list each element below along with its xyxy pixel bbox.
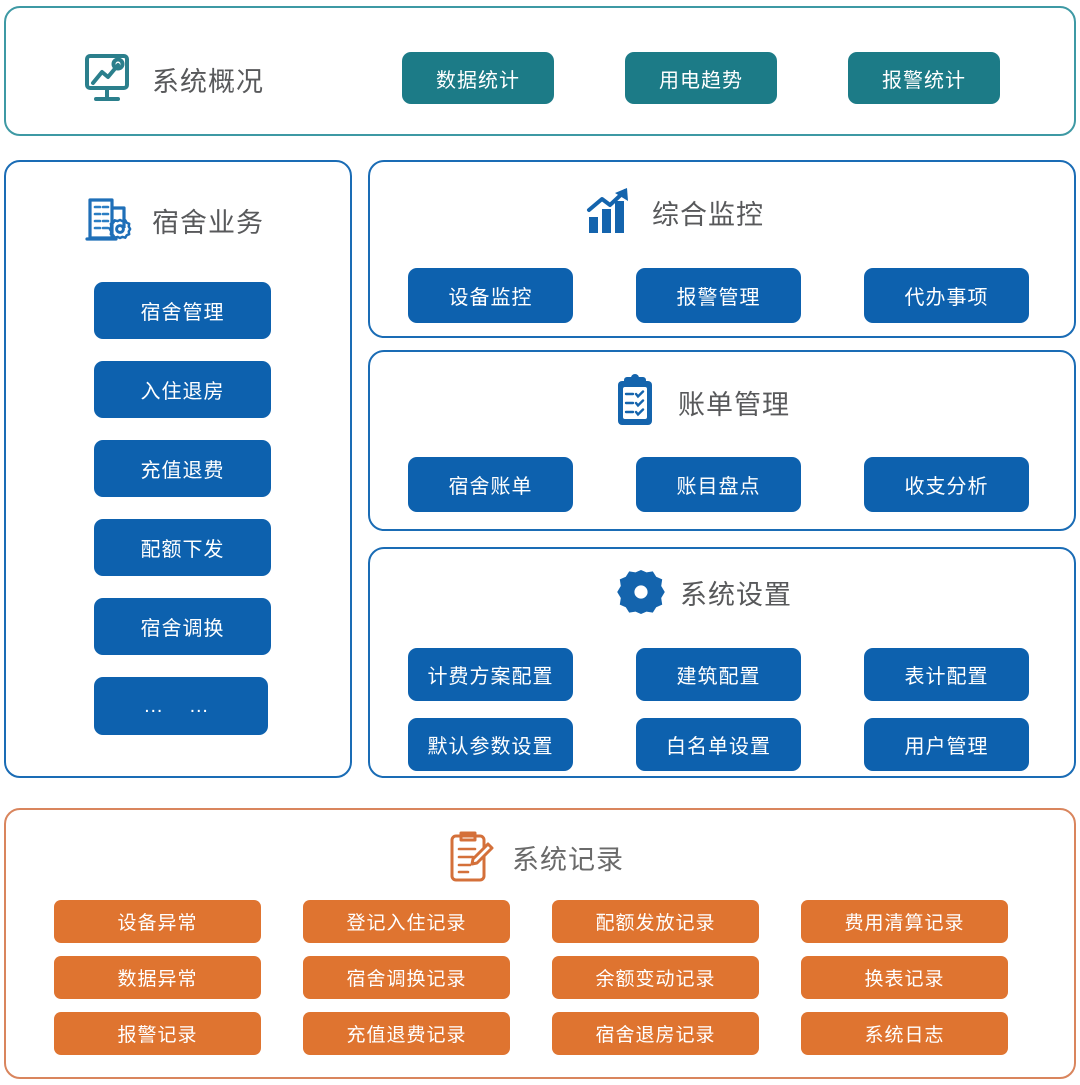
gear-icon bbox=[616, 567, 666, 617]
overview-button-data-statistics[interactable]: 数据统计 bbox=[402, 52, 554, 104]
overview-panel: 系统概况 数据统计 用电趋势 报警统计 bbox=[4, 6, 1076, 136]
records-button-checkin-record[interactable]: 登记入住记录 bbox=[303, 900, 510, 943]
system-settings-title: 系统设置 bbox=[680, 579, 792, 610]
records-button-data-exception[interactable]: 数据异常 bbox=[54, 956, 261, 999]
monitoring-title: 综合监控 bbox=[652, 199, 764, 230]
dorm-button-checkin-checkout[interactable]: 入住退房 bbox=[94, 361, 271, 418]
monitoring-panel: 综合监控 设备监控 报警管理 代办事项 bbox=[368, 160, 1076, 338]
clipboard-pen-icon bbox=[446, 828, 498, 886]
settings-button-meter-config[interactable]: 表计配置 bbox=[864, 648, 1029, 701]
overview-button-power-trend[interactable]: 用电趋势 bbox=[625, 52, 777, 104]
records-button-quota-issue-record[interactable]: 配额发放记录 bbox=[552, 900, 759, 943]
settings-button-user-management[interactable]: 用户管理 bbox=[864, 718, 1029, 771]
records-button-dorm-swap-record[interactable]: 宿舍调换记录 bbox=[303, 956, 510, 999]
monitoring-button-alarm-management[interactable]: 报警管理 bbox=[636, 268, 801, 323]
dorm-button-dorm-swap[interactable]: 宿舍调换 bbox=[94, 598, 271, 655]
billing-button-account-check[interactable]: 账目盘点 bbox=[636, 457, 801, 512]
building-gear-icon bbox=[82, 192, 138, 248]
records-button-system-log[interactable]: 系统日志 bbox=[801, 1012, 1008, 1055]
monitor-trend-icon bbox=[80, 50, 138, 108]
records-button-recharge-refund-record[interactable]: 充值退费记录 bbox=[303, 1012, 510, 1055]
dorm-button-group: 宿舍管理 入住退房 充值退费 配额下发 宿舍调换 … … bbox=[94, 282, 271, 735]
records-button-device-exception[interactable]: 设备异常 bbox=[54, 900, 261, 943]
records-button-balance-change-record[interactable]: 余额变动记录 bbox=[552, 956, 759, 999]
dorm-business-header: 宿舍业务 bbox=[82, 192, 264, 248]
settings-button-whitelist[interactable]: 白名单设置 bbox=[636, 718, 801, 771]
system-settings-button-grid: 计费方案配置 建筑配置 表计配置 默认参数设置 白名单设置 用户管理 bbox=[408, 648, 1029, 771]
clipboard-check-icon bbox=[612, 374, 664, 430]
billing-header: 账单管理 bbox=[612, 374, 790, 430]
billing-panel: 账单管理 宿舍账单 账目盘点 收支分析 bbox=[368, 350, 1076, 531]
billing-title: 账单管理 bbox=[678, 389, 790, 420]
dorm-business-panel: 宿舍业务 宿舍管理 入住退房 充值退费 配额下发 宿舍调换 … … bbox=[4, 160, 352, 778]
records-button-alarm-record[interactable]: 报警记录 bbox=[54, 1012, 261, 1055]
system-records-panel: 系统记录 设备异常 登记入住记录 配额发放记录 费用清算记录 数据异常 宿舍调换… bbox=[4, 808, 1076, 1079]
overview-button-alarm-statistics[interactable]: 报警统计 bbox=[848, 52, 1000, 104]
monitoring-button-group: 设备监控 报警管理 代办事项 bbox=[408, 268, 1029, 323]
settings-button-default-params[interactable]: 默认参数设置 bbox=[408, 718, 573, 771]
monitoring-header: 综合监控 bbox=[582, 184, 764, 240]
bar-chart-arrow-icon bbox=[582, 184, 638, 240]
overview-title: 系统概况 bbox=[152, 66, 264, 97]
dorm-business-title: 宿舍业务 bbox=[152, 207, 264, 238]
overview-header: 系统概况 bbox=[80, 50, 264, 108]
dorm-button-more[interactable]: … … bbox=[94, 677, 268, 735]
records-button-checkout-record[interactable]: 宿舍退房记录 bbox=[552, 1012, 759, 1055]
records-button-meter-change-record[interactable]: 换表记录 bbox=[801, 956, 1008, 999]
dorm-button-dorm-management[interactable]: 宿舍管理 bbox=[94, 282, 271, 339]
dorm-button-recharge-refund[interactable]: 充值退费 bbox=[94, 440, 271, 497]
billing-button-income-analysis[interactable]: 收支分析 bbox=[864, 457, 1029, 512]
system-settings-header: 系统设置 bbox=[616, 567, 792, 617]
records-button-fee-settlement-record[interactable]: 费用清算记录 bbox=[801, 900, 1008, 943]
dorm-button-quota-issue[interactable]: 配额下发 bbox=[94, 519, 271, 576]
billing-button-dorm-bill[interactable]: 宿舍账单 bbox=[408, 457, 573, 512]
billing-button-group: 宿舍账单 账目盘点 收支分析 bbox=[408, 457, 1029, 512]
system-settings-panel: 系统设置 计费方案配置 建筑配置 表计配置 默认参数设置 白名单设置 用户管理 bbox=[368, 547, 1076, 778]
monitoring-button-todo-items[interactable]: 代办事项 bbox=[864, 268, 1029, 323]
settings-button-billing-scheme-config[interactable]: 计费方案配置 bbox=[408, 648, 573, 701]
system-records-button-grid: 设备异常 登记入住记录 配额发放记录 费用清算记录 数据异常 宿舍调换记录 余额… bbox=[54, 900, 1008, 1055]
overview-button-group: 数据统计 用电趋势 报警统计 bbox=[402, 52, 1000, 104]
monitoring-button-device-monitor[interactable]: 设备监控 bbox=[408, 268, 573, 323]
settings-button-building-config[interactable]: 建筑配置 bbox=[636, 648, 801, 701]
system-records-title: 系统记录 bbox=[512, 844, 624, 875]
system-records-header: 系统记录 bbox=[446, 828, 624, 886]
